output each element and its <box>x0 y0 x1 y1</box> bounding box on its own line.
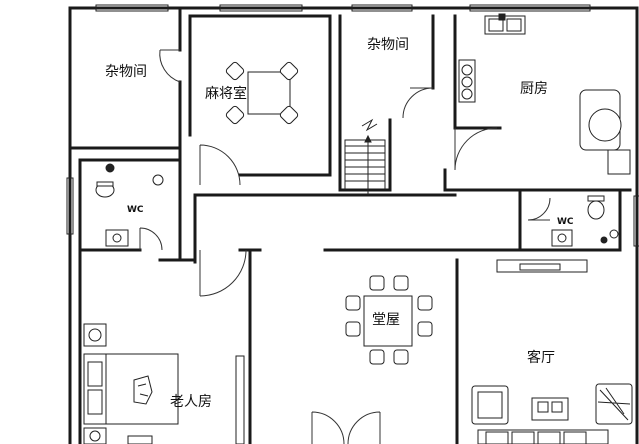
label-living-room: 客厅 <box>527 349 555 366</box>
label-main-hall: 堂屋 <box>372 312 400 328</box>
label-mahjong: 麻将室 <box>205 85 247 102</box>
label-kitchen: 厨房 <box>520 81 548 97</box>
interior-walls <box>68 6 632 444</box>
exterior-walls <box>66 4 639 444</box>
toilet-right <box>587 200 605 220</box>
wc-right-fixtures <box>551 195 619 247</box>
tv-cabinet <box>496 259 588 273</box>
kitchen-fixtures <box>458 13 631 175</box>
kitchen-cabinet <box>607 149 631 175</box>
window-left-wc <box>66 177 74 235</box>
mahjong-table <box>225 61 299 125</box>
wc-left-fixtures <box>95 163 164 247</box>
door-kitchen <box>454 127 498 171</box>
door-entrance-left <box>311 411 345 444</box>
door-wc-left <box>139 227 163 251</box>
door-storage-left <box>159 49 181 83</box>
room-labels: 杂物间 麻将室 杂物间 厨房 WC WC 堂屋 客厅 老人房 <box>105 37 574 410</box>
stair-arrow-icon <box>364 134 372 143</box>
label-wc-left: WC <box>127 205 144 215</box>
door-storage-right <box>402 87 434 119</box>
door-wc-right <box>527 197 551 221</box>
door-entrance-right <box>347 411 381 444</box>
label-elderly-room: 老人房 <box>170 394 212 410</box>
doors <box>139 49 551 444</box>
door-mahjong <box>199 144 241 186</box>
door-elderly-room <box>199 249 247 297</box>
label-storage-left: 杂物间 <box>105 64 147 80</box>
window-top-left <box>95 4 169 12</box>
window-top-kitchen <box>469 4 591 12</box>
sofa-set <box>471 383 633 444</box>
window-right-wc <box>633 195 639 247</box>
label-wc-right: WC <box>557 217 574 227</box>
staircase <box>344 118 386 195</box>
dining-table <box>345 275 433 365</box>
elderly-room-furniture <box>83 323 179 444</box>
wardrobe <box>235 355 245 444</box>
label-storage-right: 杂物间 <box>367 37 409 53</box>
window-top-mid <box>219 4 303 12</box>
coffee-table <box>531 397 569 421</box>
window-top-storage <box>351 4 413 12</box>
